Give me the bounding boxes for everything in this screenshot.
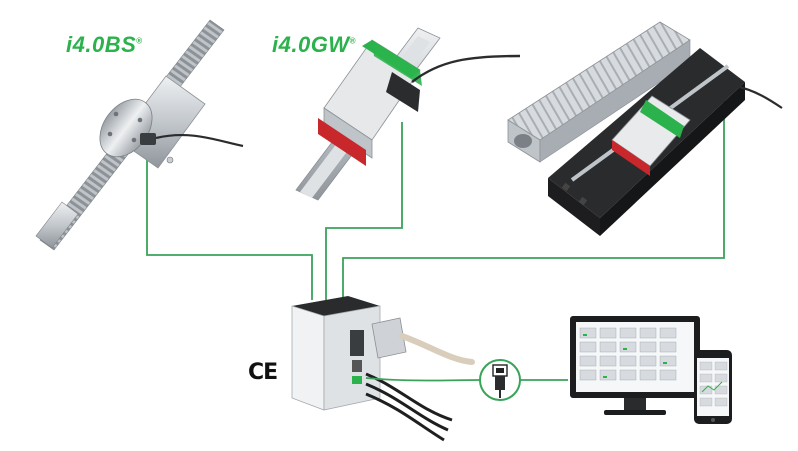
ce-certification-mark: CE <box>248 360 278 385</box>
monitor-icon <box>570 316 700 415</box>
line-ballscrew-to-controller <box>146 150 313 300</box>
brand-label-i40gw: i4.0GW® <box>272 32 356 57</box>
smartphone-icon <box>694 350 732 424</box>
actuator-product <box>507 21 783 236</box>
connection-lines <box>146 95 725 381</box>
line-actuator-to-controller <box>342 95 725 300</box>
brand-label-i40bs: i4.0BS® <box>66 32 143 57</box>
usb-dongle-icon <box>479 359 521 401</box>
guideway-product <box>295 27 521 201</box>
line-guideway-to-controller <box>325 122 403 300</box>
controller-box <box>291 296 481 442</box>
ballscrew-product <box>35 19 244 251</box>
